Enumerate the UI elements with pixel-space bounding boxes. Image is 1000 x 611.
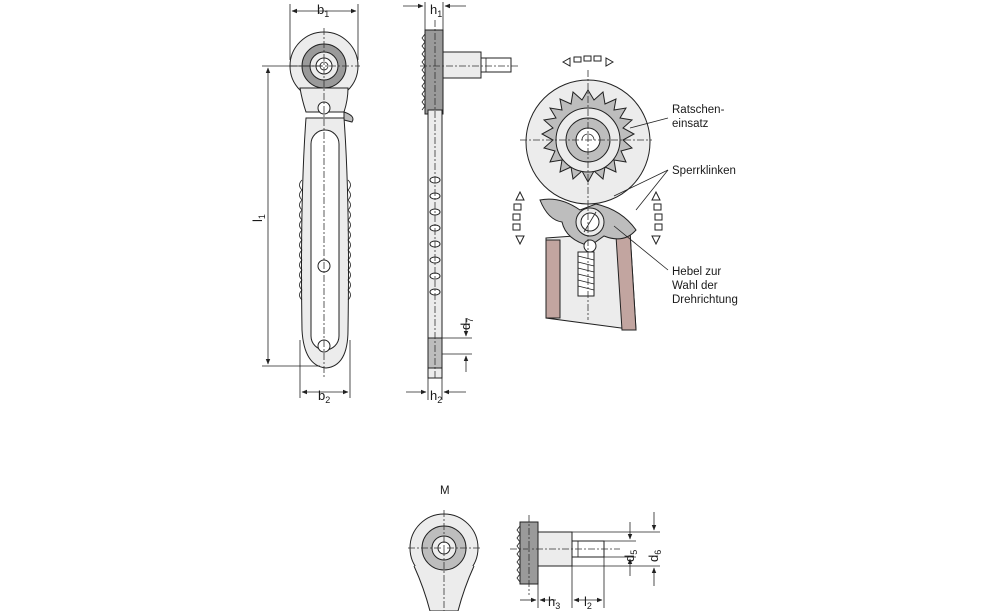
- rotation-arrows-top: [561, 55, 615, 67]
- dim-d5-label: d5: [622, 550, 639, 562]
- callout-ratchet-insert-line1: Ratschen-: [672, 104, 725, 116]
- front-view: [289, 28, 360, 378]
- callout-lever-line3: Drehrichtung: [672, 294, 738, 306]
- dim-l1-label: l1: [250, 214, 267, 222]
- variant-m-front: [408, 510, 482, 611]
- callout-ratchet-insert-line2: einsatz: [672, 118, 709, 130]
- callout-lever-line2: Wahl der: [672, 280, 718, 292]
- side-view: [420, 20, 520, 379]
- front-dimensions: b1 l1 b2: [250, 2, 359, 405]
- variant-m-dimensions: d5 d6 h3 l2: [520, 512, 663, 611]
- callout-lever-line1: Hebel zur: [672, 266, 721, 278]
- detail-view: [512, 55, 669, 331]
- dim-b2-label: b2: [318, 388, 330, 405]
- rotation-arrows-left: [512, 190, 525, 246]
- variant-m-side: [510, 515, 620, 595]
- rotation-arrows-right: [651, 190, 663, 246]
- variant-label: M: [440, 485, 450, 497]
- callout-pawls: Sperrklinken: [672, 165, 736, 177]
- dim-l2-label: l2: [584, 594, 592, 611]
- dim-d6-label: d6: [646, 550, 663, 562]
- side-dimensions: h1 d7 h2: [403, 2, 475, 405]
- callouts: Ratschen- einsatz Sperrklinken Hebel zur…: [672, 104, 738, 306]
- dim-h3-label: h3: [548, 594, 560, 611]
- dim-b1-label: b1: [317, 2, 329, 19]
- dim-h2-label: h2: [430, 388, 442, 405]
- dim-d7-label: d7: [458, 318, 475, 330]
- dim-h1-label: h1: [430, 2, 442, 19]
